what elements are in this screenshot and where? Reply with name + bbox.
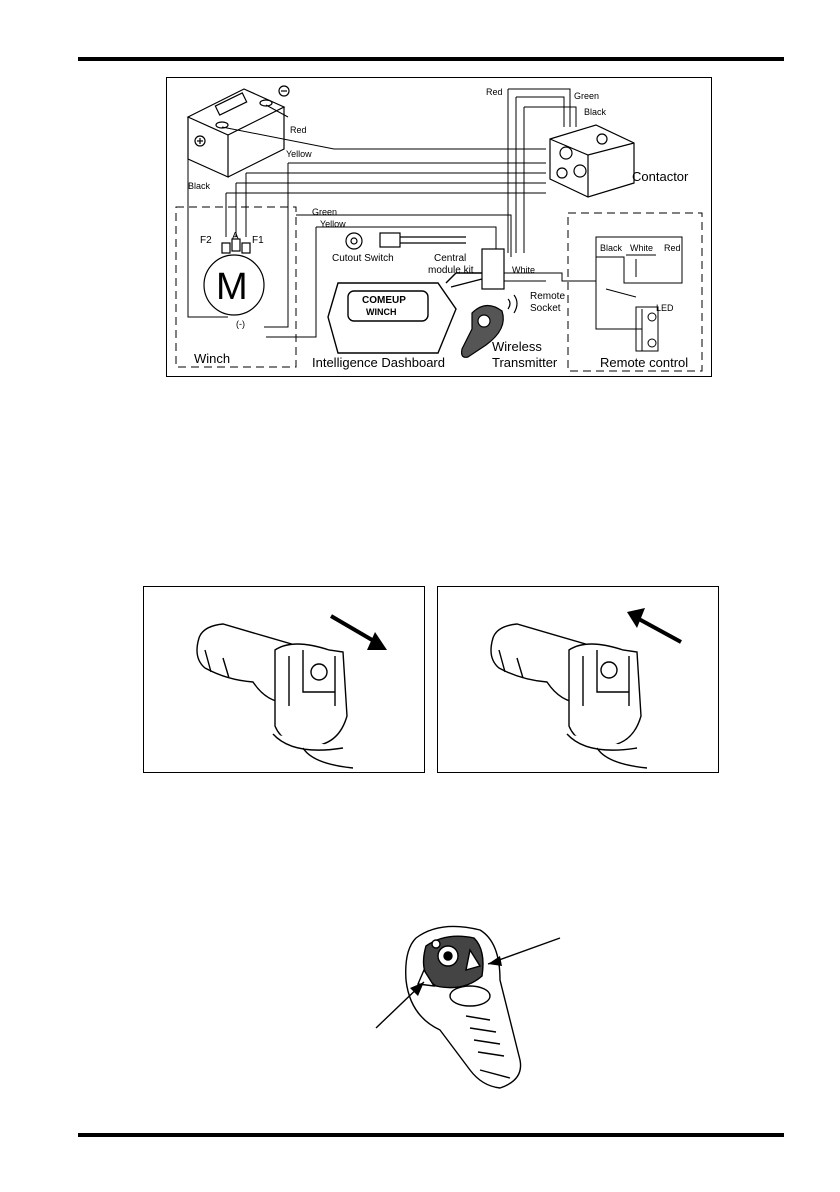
diagram-label: LED xyxy=(656,303,674,313)
diagram-label: Intelligence Dashboard xyxy=(312,355,445,370)
central-module xyxy=(482,249,504,289)
diagram-label: F1 xyxy=(252,235,264,246)
handheld-switch-panel-right xyxy=(437,586,719,773)
diagram-label: COMEUP xyxy=(362,295,406,306)
diagram-label: Red xyxy=(664,243,681,253)
diagram-label: Red xyxy=(486,87,503,97)
top-rule xyxy=(78,57,784,61)
diagram-label: Black xyxy=(188,181,211,191)
diagram-label: M xyxy=(216,266,248,308)
diagram-label: Socket xyxy=(530,303,561,314)
diagram-label: Yellow xyxy=(286,149,312,159)
diagram-label: Winch xyxy=(194,351,230,366)
diagram-label: Black xyxy=(600,243,623,253)
diagram-label: Wireless xyxy=(492,339,542,354)
diagram-label: Transmitter xyxy=(492,355,558,370)
diagram-label: Contactor xyxy=(632,169,689,184)
wiring-diagram: Red Green Black Red Yellow Black Contact… xyxy=(166,77,712,377)
diagram-label: Central xyxy=(434,253,466,264)
diagram-label: (-) xyxy=(236,319,245,329)
bottom-rule xyxy=(78,1133,784,1137)
diagram-label: Remote xyxy=(530,291,565,302)
diagram-label: Red xyxy=(290,125,307,135)
diagram-label: WINCH xyxy=(366,307,397,317)
diagram-label: Yellow xyxy=(320,219,346,229)
diagram-label: Green xyxy=(574,91,599,101)
wireless-remote-figure xyxy=(370,920,580,1110)
diagram-label: Black xyxy=(584,107,607,117)
diagram-label: Remote control xyxy=(600,355,688,370)
wireless-remote-icon xyxy=(406,926,521,1088)
diagram-label: White xyxy=(630,243,653,253)
handheld-switch-panel-left xyxy=(143,586,425,773)
diagram-label: Cutout Switch xyxy=(332,253,394,264)
diagram-label: Green xyxy=(312,207,337,217)
diagram-label: F2 xyxy=(200,235,212,246)
